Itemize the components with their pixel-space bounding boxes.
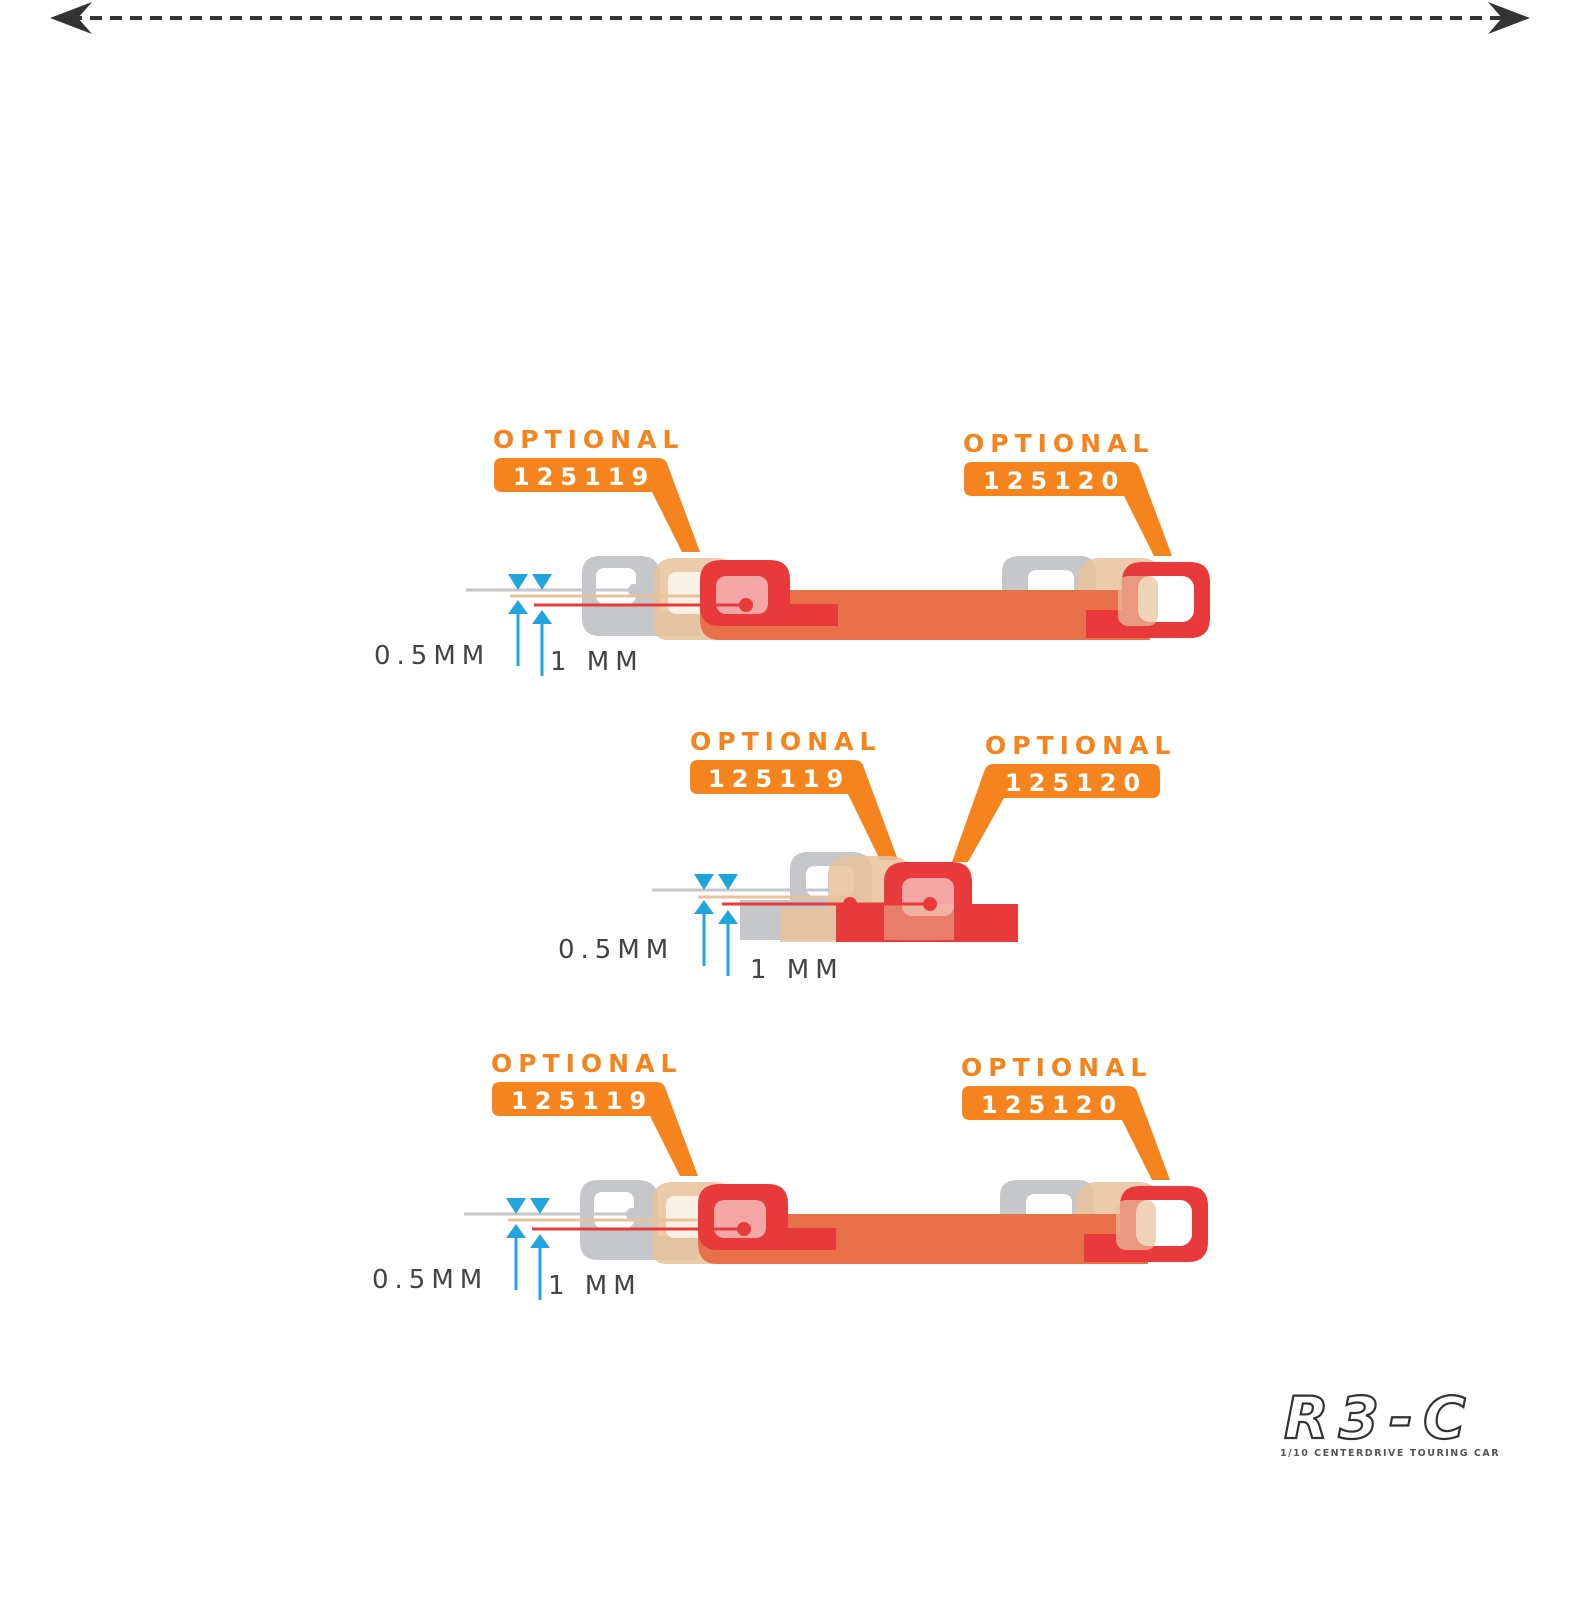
red-ref-dot [739,598,753,612]
callout-left [492,1082,698,1176]
diagram-1: OPTIONAL 125119 OPTIONAL 125120 [374,425,1210,677]
arrow-right-icon [1488,2,1530,34]
gray-ref-dot [626,1208,638,1220]
part-number-left: 125119 [708,765,850,793]
width-double-arrow [50,2,1530,34]
part-number-right: 125120 [981,1091,1123,1119]
callout-right [964,462,1172,556]
optional-label-left: OPTIONAL [491,1049,682,1078]
optional-label-right: OPTIONAL [961,1053,1152,1082]
salmon-arm [698,1214,1148,1264]
tan-overlay [884,904,954,940]
callout-left [494,458,700,552]
measure-1mm: 1 MM [550,647,644,677]
optional-label-left: OPTIONAL [493,425,684,454]
diagram-2: OPTIONAL 125119 OPTIONAL 125120 0. [558,727,1176,985]
measure-0-5mm: 0.5MM [372,1265,488,1295]
red-ref-dot [737,1222,751,1236]
tan-overlay-right [1118,576,1158,626]
measure-arrows [508,574,552,676]
callout-right [952,764,1160,862]
measure-arrows [506,1198,550,1300]
arrow-left-icon [50,2,92,34]
measure-0-5mm: 0.5MM [558,935,674,965]
optional-label-left: OPTIONAL [690,727,881,756]
r3c-logo: R3-C 1/10 CENTERDRIVE TOURING CAR [1280,1390,1500,1459]
part-number-right: 125120 [983,467,1125,495]
diagram-3: OPTIONAL 125119 OPTIONAL 125120 [372,1049,1208,1301]
red-ref-dot-2 [923,897,937,911]
optional-label-right: OPTIONAL [985,731,1176,760]
tan-overlay-right [1116,1200,1156,1250]
callout-left [690,760,898,860]
part-number-left: 125119 [511,1087,653,1115]
measure-0-5mm: 0.5MM [374,641,490,671]
measure-1mm: 1 MM [750,955,844,985]
measure-1mm: 1 MM [548,1271,642,1301]
part-number-left: 125119 [513,463,655,491]
logo-subtitle: 1/10 CENTERDRIVE TOURING CAR [1280,1448,1500,1459]
salmon-arm [700,590,1150,640]
callout-right [962,1086,1170,1180]
gray-ref-dot [628,584,640,596]
red-ref-dot-1 [843,897,857,911]
logo-title: R3-C [1284,1390,1476,1452]
optional-label-right: OPTIONAL [963,429,1154,458]
measure-arrows [694,874,738,976]
part-number-right: 125120 [1005,769,1147,797]
